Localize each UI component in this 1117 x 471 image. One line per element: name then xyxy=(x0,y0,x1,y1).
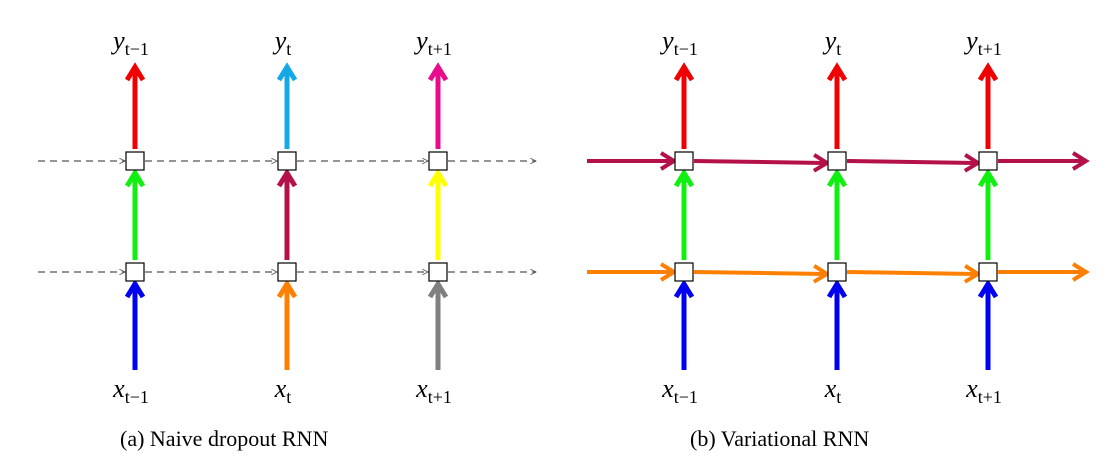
panel-naive-dropout: yt−1 xt−1 yt xt yt+1 xt+1 xyxy=(38,26,536,407)
recurrent-top-arrow-2 xyxy=(846,153,982,173)
output-label-1: yt xyxy=(822,26,842,59)
hidden-top-node-2 xyxy=(978,151,998,171)
hidden-arrow-0 xyxy=(673,168,695,260)
panel-variational: yt−1 xt−1 yt xt yt+1 xt+1 xyxy=(587,26,1090,407)
hidden-bottom-node-0 xyxy=(674,262,694,282)
hidden-bottom-node-1 xyxy=(277,262,297,282)
output-arrow-0 xyxy=(124,62,146,149)
output-label-2: yt+1 xyxy=(413,26,452,59)
caption-naive-dropout: (a) Naive dropout RNN xyxy=(120,426,329,451)
input-arrow-0 xyxy=(124,279,146,370)
hidden-arrow-2 xyxy=(427,168,449,260)
hidden-arrow-1 xyxy=(826,168,848,260)
output-arrow-1 xyxy=(826,62,848,149)
hidden-top-node-0 xyxy=(125,151,145,171)
recurrent-bottom-arrow-0 xyxy=(587,262,678,282)
hidden-bottom-node-0 xyxy=(125,262,145,282)
output-label-2: yt+1 xyxy=(963,26,1002,59)
recurrent-top-arrow-3 xyxy=(998,151,1090,171)
hidden-arrow-0 xyxy=(124,168,146,260)
hidden-bottom-node-2 xyxy=(428,262,448,282)
hidden-top-node-1 xyxy=(827,151,847,171)
recurrent-top-arrow-0 xyxy=(587,151,678,171)
recurrent-bottom-arrow-1 xyxy=(693,264,831,284)
output-arrow-2 xyxy=(977,62,999,149)
input-arrow-2 xyxy=(427,279,449,370)
hidden-bottom-node-2 xyxy=(978,262,998,282)
recurrent-top-arrow-1 xyxy=(693,153,831,173)
input-arrow-2 xyxy=(977,279,999,370)
output-label-0: yt−1 xyxy=(110,26,149,59)
input-arrow-0 xyxy=(673,279,695,370)
input-label-0: xt−1 xyxy=(112,374,149,407)
recurrent-bottom-arrow-2 xyxy=(846,264,982,284)
output-arrow-1 xyxy=(276,62,298,149)
hidden-arrow-2 xyxy=(977,168,999,260)
output-arrow-0 xyxy=(673,62,695,149)
output-label-1: yt xyxy=(272,26,292,59)
input-arrow-1 xyxy=(826,279,848,370)
caption-variational: (b) Variational RNN xyxy=(690,426,870,451)
hidden-arrow-1 xyxy=(276,168,298,260)
input-label-0: xt−1 xyxy=(661,374,698,407)
hidden-bottom-node-1 xyxy=(827,262,847,282)
input-arrow-1 xyxy=(276,279,298,370)
hidden-top-node-2 xyxy=(428,151,448,171)
output-arrow-2 xyxy=(427,62,449,149)
input-label-2: xt+1 xyxy=(415,374,452,407)
output-label-0: yt−1 xyxy=(659,26,698,59)
input-label-1: xt xyxy=(824,374,842,407)
hidden-top-node-0 xyxy=(674,151,694,171)
input-label-1: xt xyxy=(274,374,292,407)
input-label-2: xt+1 xyxy=(965,374,1002,407)
hidden-top-node-1 xyxy=(277,151,297,171)
recurrent-bottom-arrow-3 xyxy=(998,262,1090,282)
